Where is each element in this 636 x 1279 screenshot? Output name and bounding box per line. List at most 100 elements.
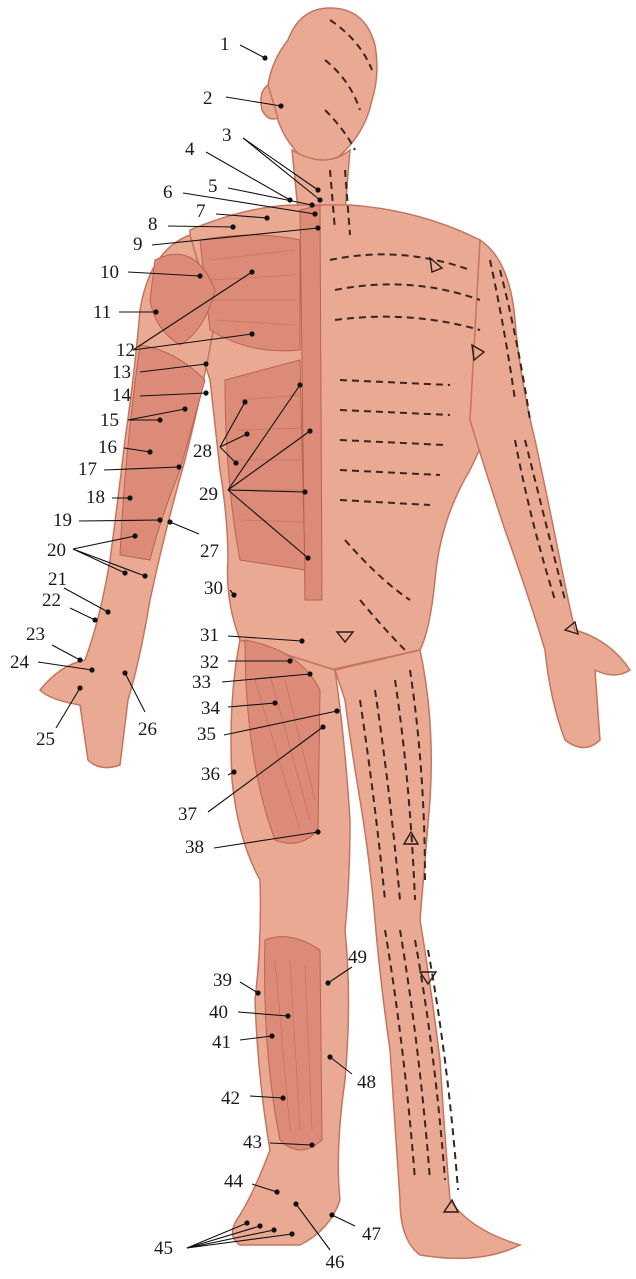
pointer-dot-39 <box>255 990 260 995</box>
label-32: 32 <box>200 652 219 673</box>
body-silhouette <box>40 8 630 1258</box>
leader-line-22 <box>70 608 95 620</box>
pointer-dot-46 <box>293 1201 298 1206</box>
pointer-dot-27 <box>167 519 172 524</box>
pointer-dot-17 <box>176 464 181 469</box>
label-18: 18 <box>86 487 105 508</box>
leader-line-23 <box>52 645 80 660</box>
pointer-dot-19 <box>157 517 162 522</box>
label-6: 6 <box>163 182 173 203</box>
pointer-dot-8 <box>230 224 235 229</box>
label-29: 29 <box>199 484 218 505</box>
label-31: 31 <box>200 625 219 646</box>
pointer-dot-29-2 <box>307 428 312 433</box>
label-26: 26 <box>138 719 157 740</box>
pointer-dot-1 <box>262 55 267 60</box>
label-12: 12 <box>116 340 135 361</box>
label-38: 38 <box>185 837 204 858</box>
pointer-dot-40 <box>285 1013 290 1018</box>
pointer-dot-21 <box>105 609 110 614</box>
pointer-dot-11 <box>153 309 158 314</box>
label-22: 22 <box>42 590 61 611</box>
pointer-dot-24 <box>89 667 94 672</box>
label-39: 39 <box>213 970 232 991</box>
label-49: 49 <box>348 947 367 968</box>
label-11: 11 <box>93 302 111 323</box>
label-48: 48 <box>357 1072 376 1093</box>
pointer-dot-13 <box>203 361 208 366</box>
label-41: 41 <box>212 1032 231 1053</box>
pointer-dot-43 <box>309 1142 314 1147</box>
pointer-dot-12-1 <box>249 269 254 274</box>
label-34: 34 <box>201 698 221 719</box>
leader-line-1 <box>240 45 265 58</box>
pointer-dot-45-1 <box>244 1220 249 1225</box>
pointer-dot-3-2 <box>317 197 322 202</box>
label-20: 20 <box>47 540 66 561</box>
pointer-dot-38 <box>315 829 320 834</box>
pointer-dot-15-2 <box>157 417 162 422</box>
leader-line-47 <box>332 1215 355 1226</box>
pointer-dot-29-1 <box>297 382 302 387</box>
label-37: 37 <box>178 804 197 825</box>
label-36: 36 <box>201 764 220 785</box>
pointer-dot-42 <box>280 1095 285 1100</box>
pointer-dot-45-3 <box>271 1227 276 1232</box>
pointer-dot-20-3 <box>142 573 147 578</box>
label-24: 24 <box>10 652 30 673</box>
label-40: 40 <box>209 1002 228 1023</box>
label-33: 33 <box>192 672 211 693</box>
pointer-dot-31 <box>299 638 304 643</box>
label-43: 43 <box>243 1132 262 1153</box>
label-23: 23 <box>26 624 45 645</box>
pointer-dot-22 <box>92 617 97 622</box>
pointer-dot-35 <box>334 708 339 713</box>
pointer-dot-30 <box>231 592 236 597</box>
label-5: 5 <box>208 176 218 197</box>
label-28: 28 <box>193 441 212 462</box>
label-19: 19 <box>53 510 72 531</box>
pointer-dot-28-3 <box>233 460 238 465</box>
pointer-dot-16 <box>147 449 152 454</box>
pointer-dot-6 <box>312 211 317 216</box>
pointer-dot-14 <box>203 390 208 395</box>
pointer-dot-34 <box>272 700 277 705</box>
pointer-dot-29-4 <box>305 555 310 560</box>
label-7: 7 <box>196 201 206 222</box>
label-4: 4 <box>185 139 195 160</box>
label-1: 1 <box>220 34 230 55</box>
pointer-dot-26 <box>122 670 127 675</box>
pointer-dot-12-2 <box>249 331 254 336</box>
label-21: 21 <box>48 569 67 590</box>
leader-line-39 <box>240 982 258 993</box>
pointer-dot-5 <box>309 202 314 207</box>
pointer-dot-9 <box>315 225 320 230</box>
pointer-dot-23 <box>77 657 82 662</box>
pointer-dot-44 <box>274 1189 279 1194</box>
label-35: 35 <box>197 724 216 745</box>
pointer-dot-2 <box>278 103 283 108</box>
pointer-dot-28-1 <box>242 399 247 404</box>
pointer-dot-3-1 <box>315 187 320 192</box>
pointer-dot-47 <box>329 1212 334 1217</box>
label-44: 44 <box>224 1171 244 1192</box>
label-3: 3 <box>222 125 232 146</box>
label-17: 17 <box>78 459 97 480</box>
label-45: 45 <box>154 1238 173 1259</box>
pointer-dot-33 <box>307 671 312 676</box>
label-46: 46 <box>326 1252 345 1273</box>
pointer-dot-45-2 <box>257 1223 262 1228</box>
label-30: 30 <box>204 578 223 599</box>
label-8: 8 <box>148 214 158 235</box>
pointer-dot-18 <box>127 495 132 500</box>
label-13: 13 <box>112 362 131 383</box>
label-42: 42 <box>221 1088 240 1109</box>
label-15: 15 <box>100 410 119 431</box>
pointer-dot-41 <box>269 1033 274 1038</box>
leader-line-27 <box>170 522 199 534</box>
pointer-dot-37 <box>320 724 325 729</box>
label-27: 27 <box>200 541 219 562</box>
pointer-dot-32 <box>287 658 292 663</box>
